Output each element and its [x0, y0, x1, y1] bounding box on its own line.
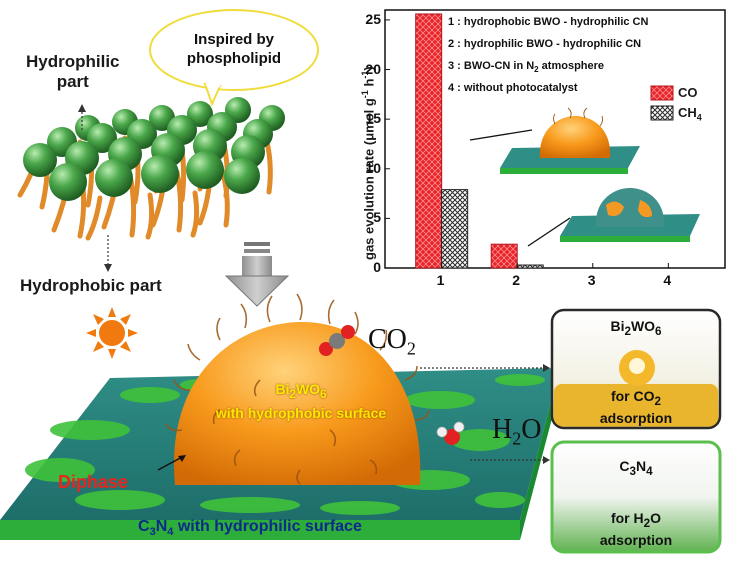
down-arrow	[224, 242, 290, 307]
bwo-dome-label: Bi2WO6 with hydrophobic surface	[196, 380, 406, 422]
co2-label: CO2	[368, 324, 416, 359]
lipid-heads	[23, 97, 285, 201]
x-tick-label: 4	[663, 272, 672, 288]
bwo-panel-title: Bi2WO6	[610, 318, 662, 338]
cn-panel-title: C3N4	[619, 458, 653, 478]
x-tick-label: 1	[436, 272, 445, 288]
inset-hydrophobic-dome	[500, 107, 640, 174]
bubble-text: Inspired by phospholipid	[170, 30, 298, 68]
inset-pointers	[469, 129, 571, 247]
h2o-label: H2O	[492, 414, 542, 449]
bubble-line2: phospholipid	[186, 50, 282, 67]
y-tick-label: 25	[365, 10, 381, 27]
x-tick-label: 3	[587, 272, 596, 288]
bwo-dome-desc: with hydrophobic surface	[215, 404, 387, 421]
hydrophilic-label-line2: part	[56, 72, 89, 91]
legend-entry-1: 1 : hydrophobic BWO - hydrophilic CN	[448, 16, 649, 28]
hydrophobic-label: Hydrophobic part	[20, 276, 162, 295]
bar-co-cat-2	[490, 243, 518, 269]
inset-hydrophilic-dome	[560, 188, 700, 242]
bar-ch4-cat-1	[441, 189, 469, 269]
legend-entry-2: 2 : hydrophilic BWO - hydrophilic CN	[448, 38, 642, 50]
connector-arrows	[81, 108, 546, 461]
bwo-panel	[550, 308, 722, 430]
y-tick-label: 15	[365, 110, 381, 127]
bwo-dome	[165, 293, 430, 485]
diphase-label: Diphase	[58, 472, 129, 492]
bar-co-cat-1	[415, 13, 443, 269]
y-tick-label: 5	[373, 209, 381, 226]
y-tick-label: 20	[365, 60, 381, 77]
hydrophilic-label-line1: Hydrophilic	[26, 52, 120, 71]
legend-entry-3: 3 : BWO-CN in N2 atmosphere	[448, 60, 605, 75]
legend-series-co: CO	[678, 85, 698, 100]
chart-legend-swatches	[650, 85, 674, 121]
bubble-line1: Inspired by	[193, 31, 275, 48]
speech-bubble	[149, 9, 319, 107]
sun-icon	[86, 307, 138, 359]
co2-molecule-icon	[319, 325, 355, 356]
h2o-molecule-icon	[436, 421, 465, 445]
bar-ch4-cat-2	[516, 264, 544, 269]
cn-slab-label: C3N4 with hydrophilic surface	[138, 518, 362, 539]
legend-series-ch4: CH4	[678, 105, 702, 123]
cn-panel-desc: for H2O adsorption	[599, 510, 673, 548]
bwo-panel-desc: for CO2 adsorption	[599, 388, 673, 426]
y-tick-label: 10	[365, 159, 381, 176]
x-tick-label: 2	[512, 272, 521, 288]
chart-marks	[385, 13, 669, 269]
cn-panel	[550, 440, 722, 554]
y-tick-label: 0	[373, 259, 381, 275]
hydrophilic-label: Hydrophilic part	[26, 52, 120, 92]
legend-entry-4: 4 : without photocatalyst	[448, 82, 578, 94]
